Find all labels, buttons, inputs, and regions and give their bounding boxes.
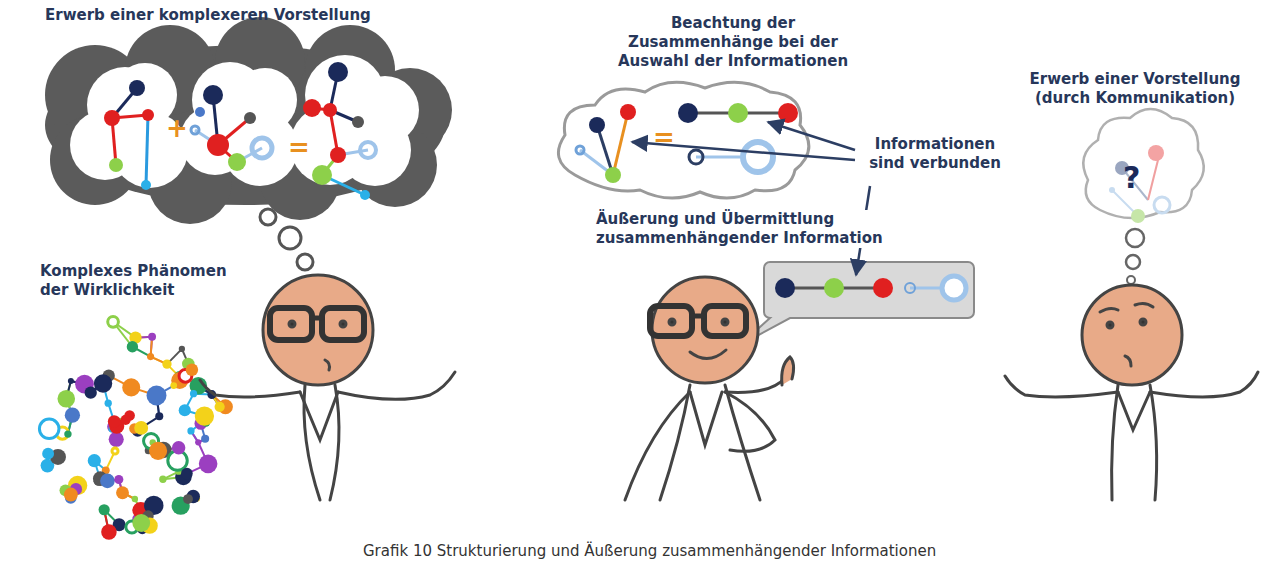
idea-network <box>104 80 154 190</box>
symbol-label: + <box>166 115 188 141</box>
leader-arrows <box>632 122 870 275</box>
text-label: Erwerb einer Vorstellung (durch Kommunik… <box>1010 70 1260 108</box>
selection-cloud <box>558 82 808 198</box>
symbol-label: = <box>288 134 310 160</box>
thinking-figure <box>200 275 455 500</box>
text-label: Äußerung und Übermittlung zusammenhängen… <box>596 210 941 248</box>
listening-cloud <box>1083 109 1203 284</box>
text-label: Beachtung der Zusammenhänge bei der Ausw… <box>608 14 858 71</box>
idea-network <box>191 85 272 171</box>
reality-network <box>39 316 232 539</box>
sub-clouds <box>70 55 419 188</box>
dark-thought-cloud <box>45 17 452 224</box>
speaking-figure <box>625 277 794 500</box>
symbol-label: ? <box>1123 162 1140 194</box>
idea-network <box>303 62 376 200</box>
listening-figure <box>1005 285 1258 500</box>
thought-bubbles <box>260 209 313 270</box>
symbol-label: = <box>653 124 675 150</box>
text-label: Komplexes Phänomen der Wirklichkeit <box>40 262 240 300</box>
text-label: Erwerb einer komplexeren Vorstellung <box>45 6 371 25</box>
selection-network <box>576 103 798 183</box>
caption: Grafik 10 Strukturierung und Äußerung zu… <box>363 542 936 560</box>
text-label: Informationen sind verbunden <box>860 135 1010 173</box>
